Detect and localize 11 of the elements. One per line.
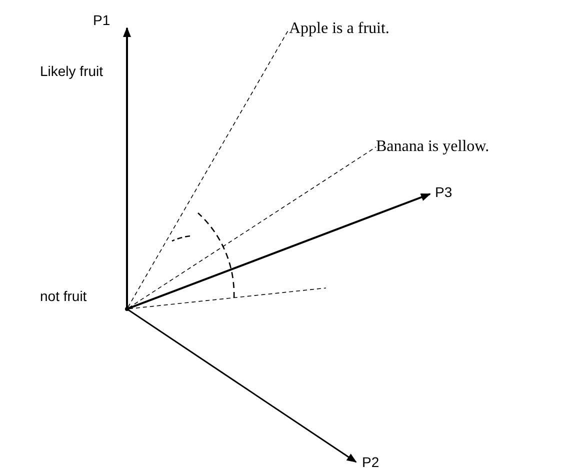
axis-label: P3 — [435, 183, 452, 201]
sentence-label: Banana is yellow. — [376, 137, 490, 157]
origin-point — [125, 307, 129, 311]
axis-label: P2 — [362, 453, 380, 471]
axis-label: not fruit — [40, 287, 87, 305]
sentence-label: Apple is a fruit. — [289, 19, 390, 39]
dashed-line — [128, 288, 326, 310]
dashed-line — [128, 28, 290, 308]
axis-label: P1 — [93, 11, 110, 29]
dashed-line — [128, 146, 376, 308]
axis-label: Likely fruit — [40, 62, 104, 80]
